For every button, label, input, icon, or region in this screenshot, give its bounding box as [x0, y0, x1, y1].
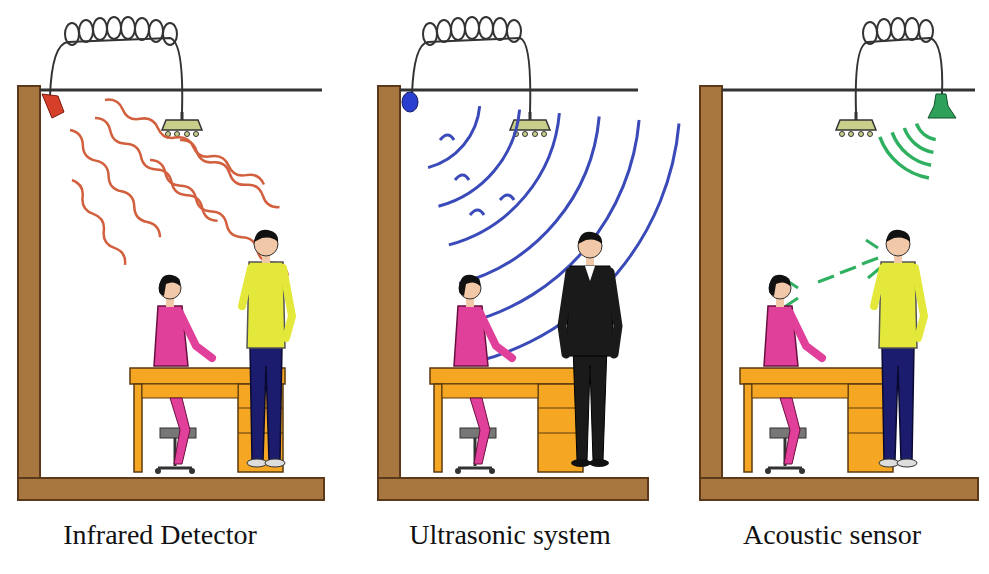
infrared-sensor	[42, 94, 64, 118]
wall	[18, 86, 40, 500]
wall	[378, 86, 400, 500]
acoustic-sensor	[928, 94, 956, 118]
wire-coil	[412, 17, 530, 112]
ultrasonic-sensor	[402, 92, 418, 112]
acoustic-waves	[880, 124, 936, 178]
floor	[700, 478, 978, 500]
panel-caption: Ultrasonic system	[409, 518, 610, 552]
ceiling	[400, 89, 638, 92]
wall	[700, 86, 722, 500]
panel-caption: Infrared Detector	[63, 518, 257, 552]
ultrasonic-panel	[378, 17, 679, 500]
acoustic-panel	[700, 18, 978, 500]
panel-caption: Acoustic sensor	[743, 518, 921, 552]
speech-marks	[786, 240, 880, 306]
wire-coil	[50, 17, 182, 112]
infrared-panel	[18, 17, 324, 500]
floor	[378, 478, 648, 500]
wire-coil	[856, 18, 943, 112]
ceiling	[40, 89, 322, 92]
ceiling	[722, 89, 975, 92]
floor	[18, 478, 324, 500]
